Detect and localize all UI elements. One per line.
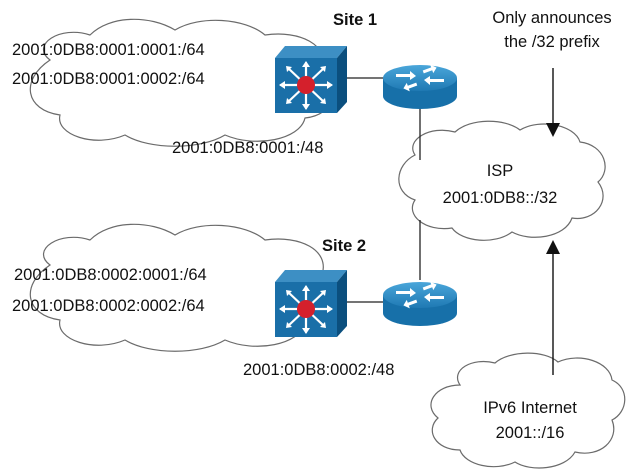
site2-switch-icon: [275, 270, 347, 337]
internet-cloud: [430, 352, 626, 469]
site2-switch-center-dot: [297, 300, 315, 318]
site1-switch-center-dot: [297, 76, 315, 94]
isp-name: ISP: [486, 162, 514, 180]
site1-switch-icon: [275, 46, 347, 113]
site1-router-icon: [383, 64, 457, 109]
internet-name: IPv6 Internet: [483, 399, 577, 417]
site1-subnet-a-label: 2001:0DB8:0001:0001:/64: [12, 41, 205, 59]
announce-note-line1: Only announces: [492, 9, 612, 27]
internet-prefix: 2001::/16: [495, 424, 565, 442]
site2-prefix-label: 2001:0DB8:0002:/48: [243, 361, 395, 379]
site2-title: Site 2: [322, 237, 367, 255]
site2-router-icon: [383, 281, 457, 326]
site1-title: Site 1: [333, 11, 378, 29]
site2-subnet-b-label: 2001:0DB8:0002:0002:/64: [12, 297, 205, 315]
site1-prefix-label: 2001:0DB8:0001:/48: [172, 139, 324, 157]
isp-prefix: 2001:0DB8::/32: [442, 189, 558, 207]
site1-subnet-b-label: 2001:0DB8:0001:0002:/64: [12, 70, 205, 88]
site2-subnet-a-label: 2001:0DB8:0002:0001:/64: [14, 266, 207, 284]
announce-note-line2: the /32 prefix: [504, 33, 600, 51]
